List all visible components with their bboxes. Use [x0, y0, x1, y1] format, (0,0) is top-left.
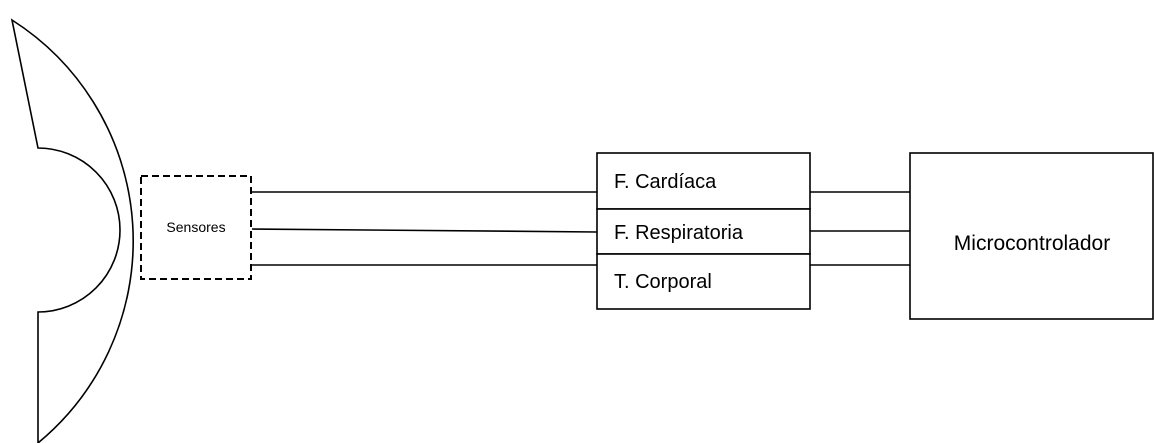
- cardiac-label: F. Cardíaca: [614, 171, 717, 193]
- temperature-block: [596, 253, 811, 310]
- microcontroller-label: Microcontrolador: [954, 232, 1110, 255]
- signal-blocks: F. Cardíaca F. Respiratoria T. Corporal: [596, 152, 811, 310]
- wire-sensor-respiratory: [251, 228, 598, 233]
- respiratory-label: F. Respiratoria: [614, 222, 744, 244]
- body-silhouette: [10, 18, 134, 443]
- sensors-label: Sensores: [166, 219, 225, 235]
- temperature-label: T. Corporal: [614, 271, 712, 293]
- microcontroller-block: [909, 152, 1154, 320]
- sensors-box: [140, 175, 252, 280]
- cardiac-block: [596, 152, 811, 210]
